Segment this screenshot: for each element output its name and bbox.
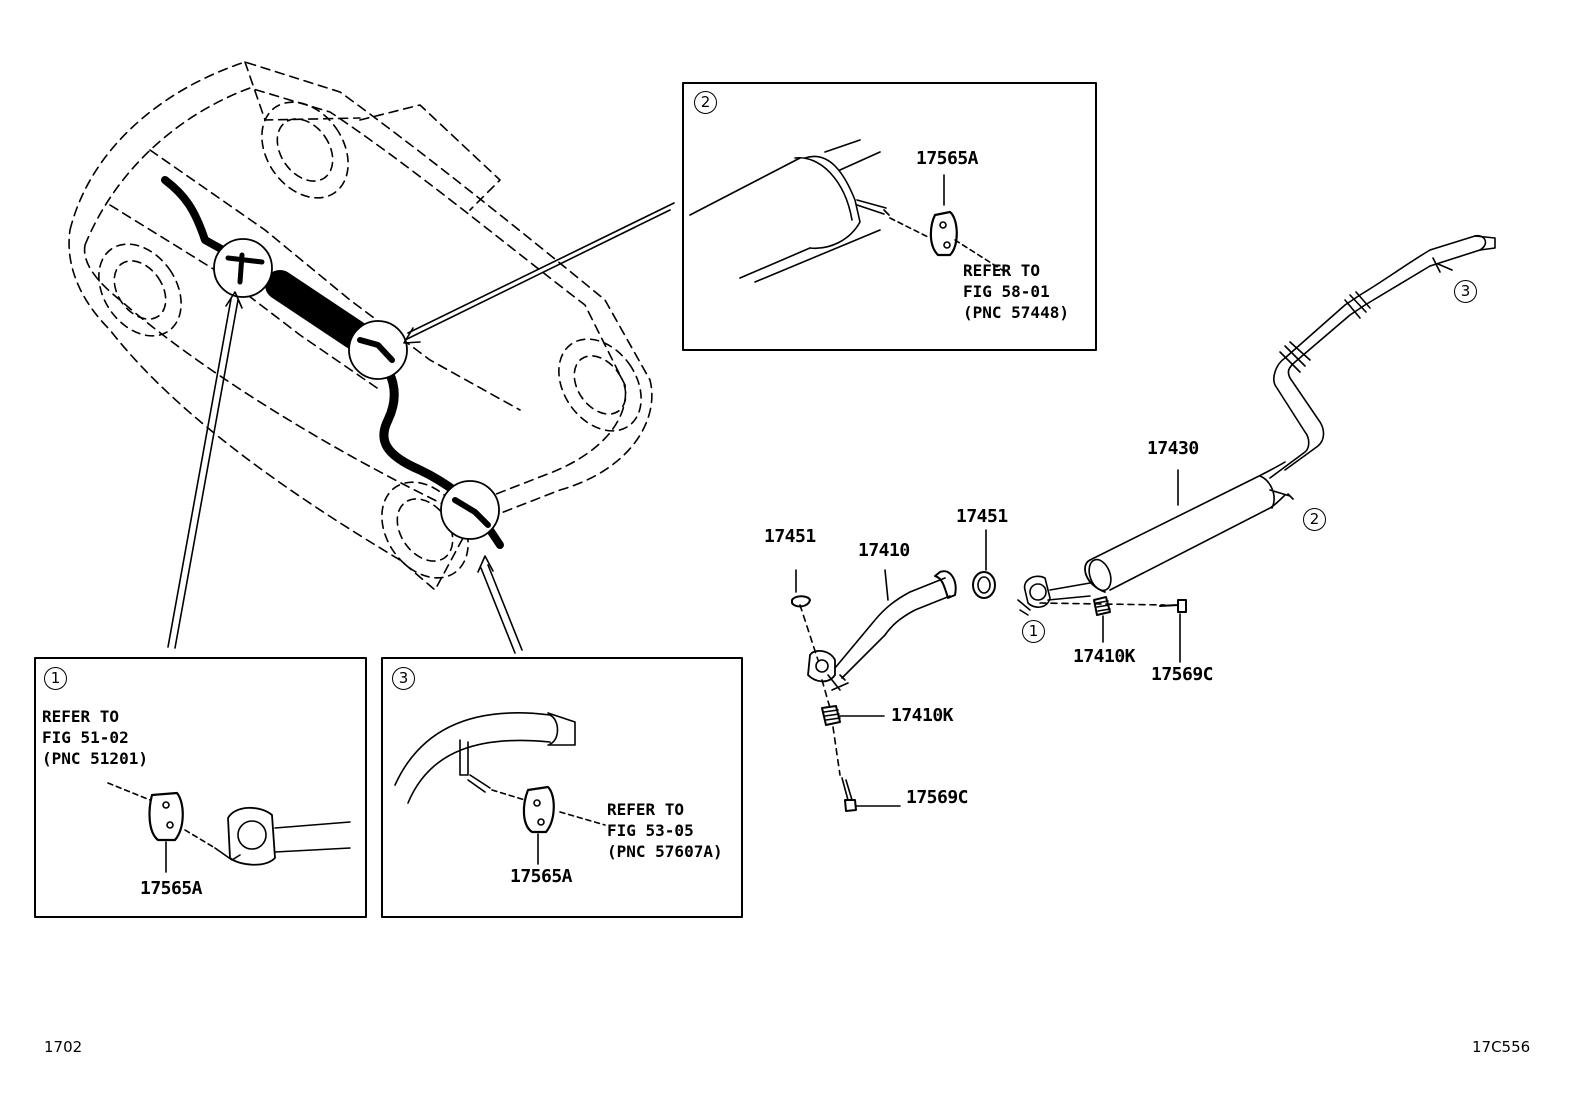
callout-circle-3-main: 3 <box>1454 280 1477 303</box>
callout-circle-1-main: 1 <box>1022 620 1045 643</box>
callout-circle-3-inset: 3 <box>392 667 415 690</box>
inset1-part-label: 17565A <box>140 878 203 899</box>
part-label-tail-pipe: 17430 <box>1147 438 1199 459</box>
callout-circle-1-inset: 1 <box>44 667 67 690</box>
inset3-part-label: 17565A <box>510 866 573 887</box>
part-label-gasket-right: 17451 <box>956 506 1008 527</box>
flange-right-drawing <box>972 529 1187 663</box>
inset-box-3 <box>381 657 743 918</box>
vehicle-callout-circles <box>213 238 500 540</box>
page-code: 1702 <box>44 1038 83 1056</box>
part-label-gasket-left: 17451 <box>764 526 816 547</box>
refer-line: REFER TO <box>963 261 1041 280</box>
vehicle-wheels <box>98 101 642 579</box>
illustration-code: 17C556 <box>1472 1038 1531 1056</box>
part-label-spring-right: 17410K <box>1073 646 1136 667</box>
part-label-spring-left: 17410K <box>891 705 954 726</box>
refer-line: (PNC 57448) <box>963 303 1069 322</box>
inset1-hanger-drawing <box>107 782 351 873</box>
refer-line: FIG 51-02 <box>42 728 129 747</box>
refer-line: (PNC 57607A) <box>607 842 723 861</box>
inset-box-2 <box>682 82 1097 351</box>
front-pipe-drawing <box>791 569 957 812</box>
refer-line: FIG 53-05 <box>607 821 694 840</box>
vehicle-underbody-outline <box>68 61 653 591</box>
part-label-bolt-right: 17569C <box>1151 664 1214 685</box>
inset3-tailpipe-drawing <box>394 712 606 865</box>
inset3-refer-note: REFER TO FIG 53-05 (PNC 57607A) <box>607 799 723 862</box>
callout-circle-2-main: 2 <box>1303 508 1326 531</box>
inset2-part-label: 17565A <box>916 148 979 169</box>
inset2-muffler-drawing <box>689 139 1011 283</box>
refer-line: (PNC 51201) <box>42 749 148 768</box>
inset2-refer-note: REFER TO FIG 58-01 (PNC 57448) <box>963 260 1069 323</box>
refer-line: REFER TO <box>42 707 120 726</box>
part-label-front-pipe: 17410 <box>858 540 910 561</box>
refer-line: REFER TO <box>607 800 685 819</box>
callout-circle-2-inset: 2 <box>694 91 717 114</box>
part-label-bolt-left: 17569C <box>906 787 969 808</box>
inset1-refer-note: REFER TO FIG 51-02 (PNC 51201) <box>42 706 148 769</box>
refer-line: FIG 58-01 <box>963 282 1050 301</box>
leader-arrows <box>167 202 675 654</box>
inset-box-1 <box>34 657 367 918</box>
tail-pipe-assembly-drawing <box>1084 234 1496 593</box>
